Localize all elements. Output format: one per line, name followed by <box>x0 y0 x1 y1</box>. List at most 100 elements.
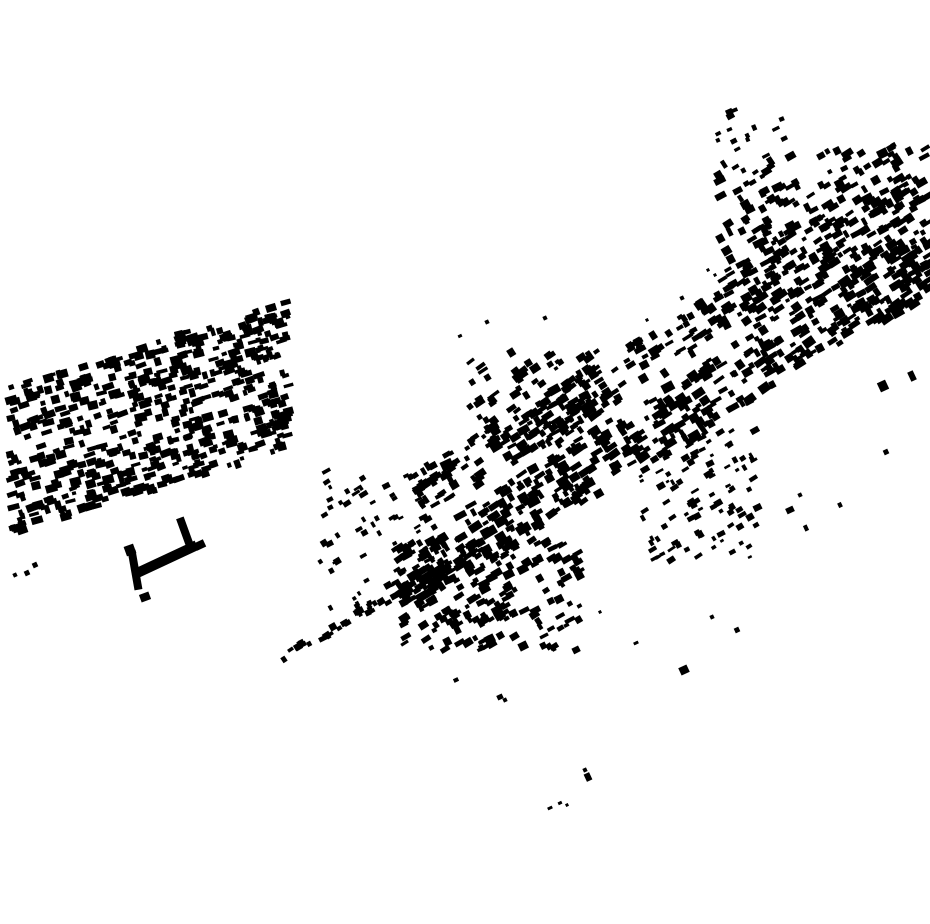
building <box>83 450 96 459</box>
building <box>415 529 422 535</box>
building <box>763 366 777 378</box>
building <box>808 216 819 226</box>
building <box>167 473 174 482</box>
building <box>467 537 477 546</box>
building <box>564 500 575 508</box>
building <box>731 163 740 171</box>
building <box>276 432 285 439</box>
building <box>45 497 58 506</box>
building <box>714 130 722 137</box>
building <box>262 354 270 362</box>
building <box>875 147 890 160</box>
building <box>910 243 918 250</box>
building <box>377 599 385 607</box>
building <box>627 339 640 350</box>
building <box>709 503 718 511</box>
building <box>245 314 258 322</box>
building <box>321 467 332 475</box>
building <box>453 591 465 601</box>
building <box>724 483 732 489</box>
building <box>811 219 821 228</box>
building <box>670 538 680 547</box>
building <box>714 190 728 202</box>
building <box>208 459 219 469</box>
building <box>801 236 807 242</box>
building <box>714 499 722 507</box>
building <box>30 480 42 491</box>
building <box>84 419 93 429</box>
building <box>270 319 281 326</box>
building <box>544 507 558 520</box>
building <box>328 622 338 632</box>
building <box>266 430 277 437</box>
building <box>237 321 248 331</box>
building <box>753 335 760 342</box>
building <box>747 361 756 370</box>
building <box>726 521 735 529</box>
building <box>193 382 203 390</box>
building <box>836 193 847 205</box>
building <box>107 372 117 382</box>
building <box>705 438 712 445</box>
building <box>797 276 810 287</box>
building <box>891 152 900 160</box>
building <box>643 399 650 406</box>
building <box>164 392 174 403</box>
building <box>519 444 531 456</box>
building <box>484 319 490 325</box>
building <box>168 364 179 375</box>
building <box>656 397 666 408</box>
building <box>626 345 636 354</box>
building <box>572 418 583 428</box>
building <box>592 348 601 355</box>
building <box>839 164 849 173</box>
building <box>28 511 40 518</box>
building <box>545 642 553 650</box>
building <box>797 251 807 262</box>
building <box>861 258 875 271</box>
building <box>116 470 123 476</box>
building <box>138 591 152 603</box>
building <box>649 535 655 542</box>
building <box>86 444 99 452</box>
building <box>489 434 498 444</box>
building <box>446 476 456 486</box>
building <box>780 196 791 208</box>
building <box>672 419 687 431</box>
building <box>864 281 878 294</box>
building <box>578 496 589 507</box>
building <box>842 229 850 239</box>
building <box>806 191 816 200</box>
building <box>662 394 675 407</box>
building <box>772 194 783 205</box>
building <box>816 151 826 161</box>
building <box>897 282 908 293</box>
building <box>613 393 623 403</box>
building <box>790 220 802 232</box>
building <box>499 437 511 447</box>
building <box>532 478 540 486</box>
building <box>473 456 485 467</box>
building <box>865 272 880 285</box>
building <box>726 508 735 517</box>
building <box>425 594 437 604</box>
building <box>359 552 368 559</box>
building <box>495 630 506 641</box>
building <box>774 256 782 265</box>
building <box>43 385 53 395</box>
building <box>244 375 256 385</box>
building <box>579 478 594 491</box>
building <box>188 415 201 422</box>
building <box>469 474 478 483</box>
building <box>693 552 703 560</box>
building <box>155 338 162 346</box>
building <box>713 290 722 299</box>
building <box>681 382 690 391</box>
building <box>660 403 669 410</box>
building <box>135 361 147 370</box>
building <box>150 379 160 387</box>
building <box>550 646 557 652</box>
building <box>466 357 475 366</box>
building <box>464 603 470 610</box>
building <box>326 504 334 511</box>
